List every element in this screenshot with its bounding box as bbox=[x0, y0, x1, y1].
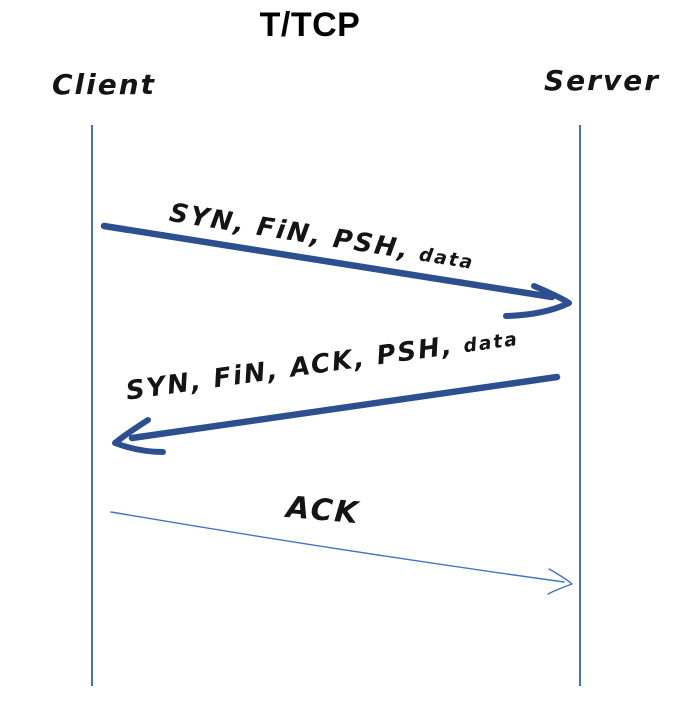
actor-label-client: Client bbox=[52, 68, 157, 101]
actor-label-server: Server bbox=[544, 64, 661, 97]
message-label-3: ACK bbox=[285, 490, 371, 532]
arrowhead-right-3 bbox=[547, 568, 573, 595]
diagram-title: T/TCP bbox=[259, 6, 361, 44]
message-label-3-main: ACK bbox=[284, 490, 362, 532]
message-arrow-3 bbox=[110, 511, 573, 595]
message-arrow-1 bbox=[100, 222, 572, 319]
message-arrow-2 bbox=[112, 373, 561, 455]
arrowhead-left-2 bbox=[112, 417, 166, 455]
arrowhead-right-1 bbox=[503, 283, 572, 319]
